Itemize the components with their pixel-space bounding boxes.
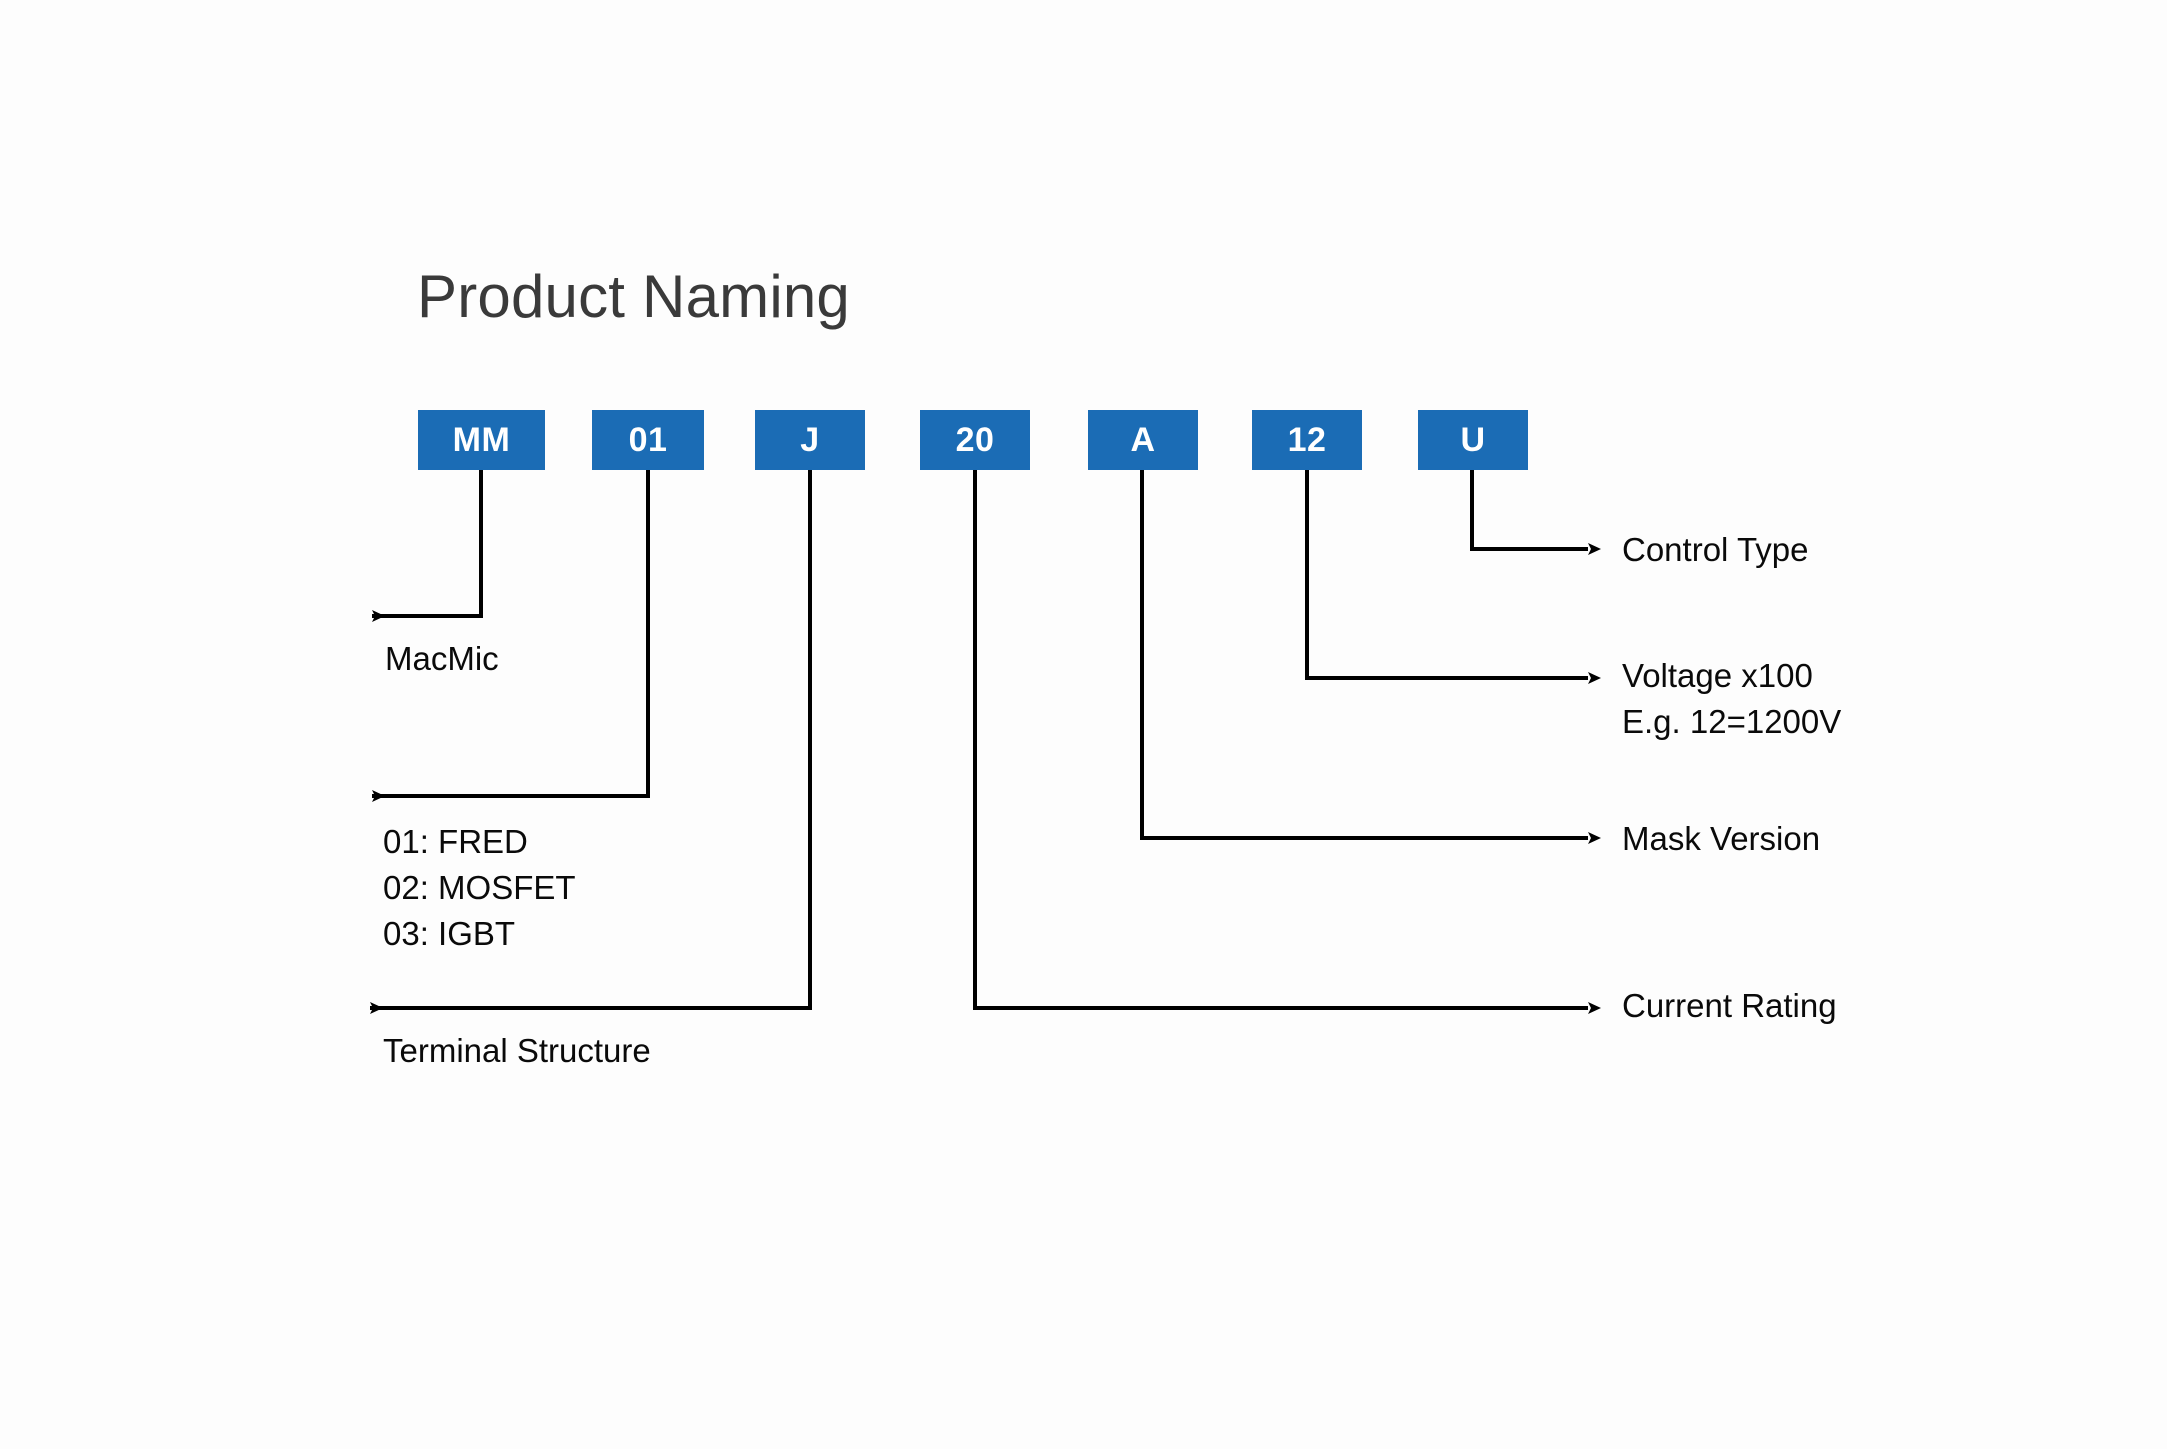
- callout-device-type-line-3: 03: IGBT: [383, 915, 516, 952]
- code-box-mask-version[interactable]: A: [1088, 410, 1198, 470]
- code-box-device-type[interactable]: 01: [592, 410, 704, 470]
- code-box-control-type[interactable]: U: [1418, 410, 1528, 470]
- callout-mask-version: Mask Version: [1622, 820, 1821, 857]
- connector-device-type: [372, 470, 650, 802]
- callout-device-type-line-1: 01: FRED: [383, 823, 528, 860]
- code-box-current-rating[interactable]: 20: [920, 410, 1030, 470]
- code-box-voltage[interactable]: 12: [1252, 410, 1362, 470]
- callout-device-type: 01: FRED 02: MOSFET 03: IGBT: [383, 819, 576, 957]
- connector-terminal-structure: [370, 470, 812, 1014]
- callout-voltage-line-2: E.g. 12=1200V: [1622, 703, 1842, 740]
- callout-voltage-line-1: Voltage x100: [1622, 657, 1813, 694]
- callout-voltage: Voltage x100 E.g. 12=1200V: [1622, 653, 1841, 745]
- callout-control-type: Control Type: [1622, 531, 1809, 568]
- callout-manufacturer: MacMic: [385, 640, 499, 677]
- callout-device-type-line-2: 02: MOSFET: [383, 869, 576, 906]
- code-box-manufacturer[interactable]: MM: [418, 410, 545, 470]
- code-box-terminal-structure[interactable]: J: [755, 410, 865, 470]
- connector-voltage: [1305, 470, 1601, 684]
- connector-manufacturer: [372, 470, 483, 622]
- connector-control-type: [1470, 470, 1601, 555]
- callout-current-rating: Current Rating: [1622, 987, 1837, 1024]
- callout-terminal-structure: Terminal Structure: [383, 1032, 651, 1069]
- page-title: Product Naming: [417, 263, 850, 330]
- connector-current-rating: [973, 470, 1601, 1014]
- connector-mask-version: [1140, 470, 1601, 844]
